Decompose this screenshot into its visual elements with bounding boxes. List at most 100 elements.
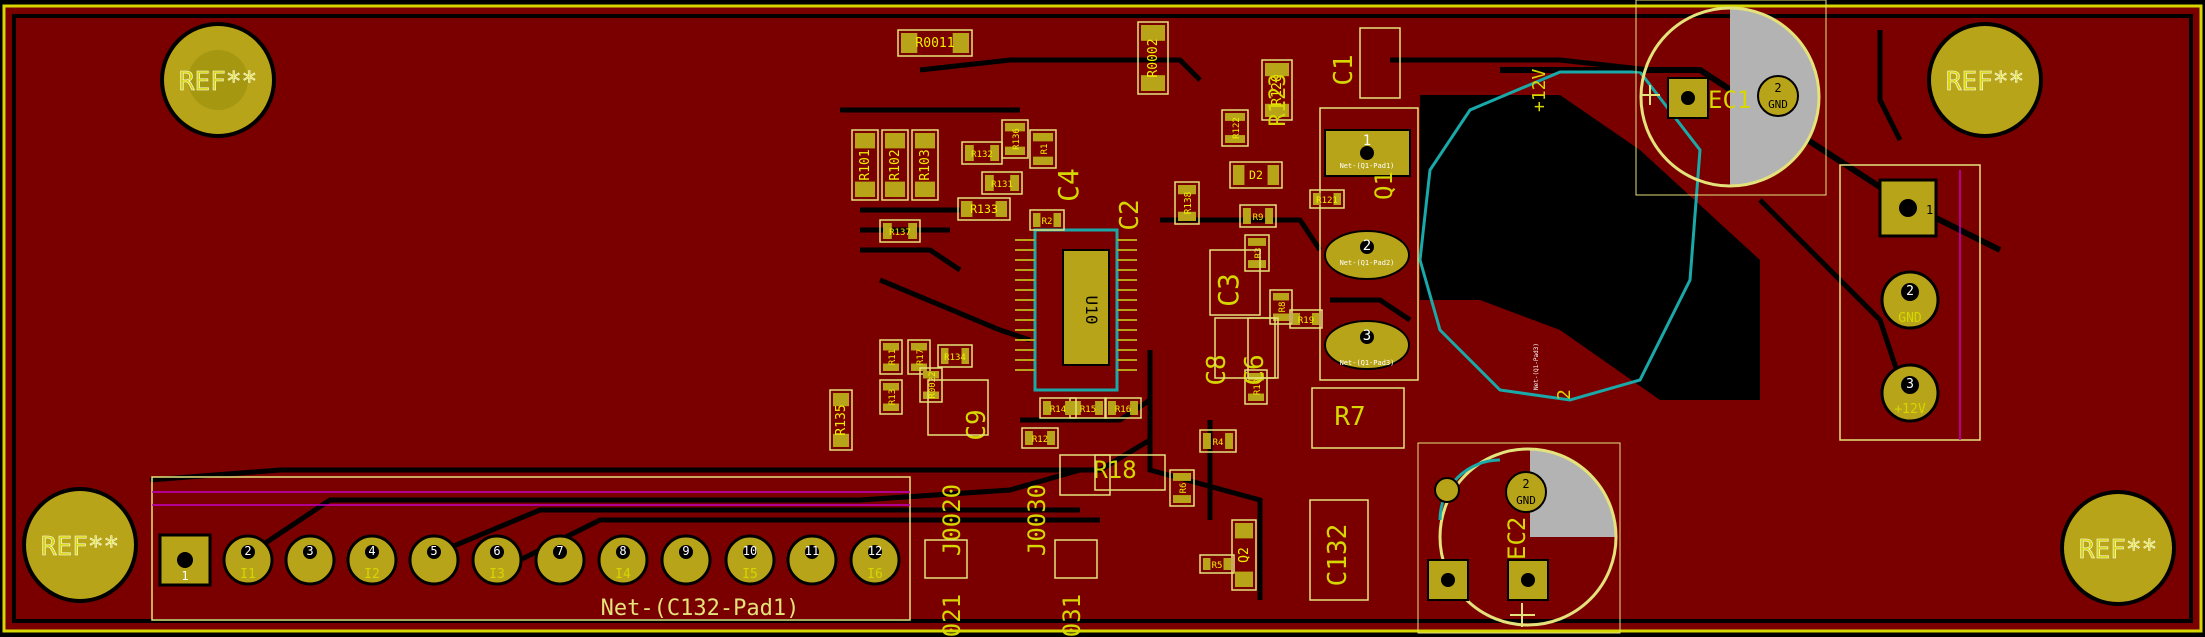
smd-part-label: R17 [916,349,926,365]
smd-part: R0022 [919,367,943,403]
smd-part: R131 [981,171,1023,195]
connector-bottom-pin-8 [597,534,649,586]
connector-bottom: 1 2 I1 3 4 I2 5 6 I3 7 8 I4 9 10 I5 11 1… [158,533,901,587]
smd-part-label: R13 [888,389,898,405]
connector-bottom-pin-num: 5 [430,544,437,558]
smd-part: R136 [1001,119,1029,159]
ec1-pad2-net: GND [1768,98,1788,111]
trace-group [149,30,1903,600]
smd-part-label: R10 [1253,379,1263,395]
smd-part: R0011 [897,29,973,57]
mounting-hole-tl-label: REF** [179,67,257,97]
smd-part: R1 [1029,129,1057,169]
board-edge [2,4,2203,633]
q1-tab-pad-num: 2 [1554,389,1575,400]
smd-part-label: R120 [1270,74,1285,105]
mounting-hole-tr: REF** [1927,22,2043,138]
footprint-outline [1247,317,1279,379]
q1-pad-2-num: 2 [1363,238,1371,254]
ec1-pad2-num: 2 [1774,81,1781,95]
connector-bottom-courtyard [151,476,911,621]
smd-part: R19 [1289,309,1323,329]
mounting-hole-br-label: REF** [2079,535,2157,565]
smd-part: R16 [1104,397,1142,419]
ec2-courtyard [1417,442,1621,634]
connector-bottom-pin-9 [660,534,712,586]
large-ref-label: J0030 [1023,484,1051,556]
footprint-outline [1359,27,1401,99]
connector-bottom-pin-label: I2 [364,567,380,582]
ec2-pad2-num: 2 [1522,477,1529,491]
connector-bottom-pin-num: 12 [868,544,882,558]
smd-part-label: R133 [970,202,998,216]
connector-bottom-pin-label: I3 [489,567,505,582]
connector-bottom-pin-10 [724,534,776,586]
smd-part-label: R11 [888,349,898,365]
smd-part: R14 [1039,397,1077,419]
connector-bottom-pin-num: 10 [743,544,757,558]
smd-part-label: R131 [991,180,1013,190]
zone-outline-q1 [1418,70,1702,402]
connector-bottom-pin-num: 3 [306,544,313,558]
smd-part: R13 [879,379,903,415]
smd-part-label: R6 [1179,483,1189,494]
smd-part: R103 [911,129,939,201]
smd-part: R12 [1021,427,1059,449]
connector-bottom-net-label: Net-(C132-Pad1) [601,596,800,621]
footprint-outline [1059,454,1111,496]
q1-pad-3-num: 3 [1363,328,1371,344]
connector-bottom-pin-num: 2 [244,544,251,558]
connector-right-pin1-num: 1 [1926,203,1933,217]
smd-part-label: R134 [944,353,966,363]
connector-bottom-pin-label: I1 [240,567,256,582]
footprint-outline [1214,317,1276,379]
connector-right-courtyard [1839,164,1981,441]
footprint-outline [1311,387,1405,449]
smd-part: R102 [881,129,909,201]
smd-part-label: R16 [1115,405,1131,415]
connector-bottom-pin-label: I6 [867,567,883,582]
smd-part: R135 [829,389,853,451]
mounting-hole-bl: REF** [22,487,138,603]
large-ref-label: C6 [1240,354,1270,385]
connector-bottom-pin-5 [408,534,460,586]
mounting-hole-br: REF** [2060,490,2176,606]
smd-part-label: R0022 [928,371,938,398]
smd-part: R0002 [1137,21,1169,95]
connector-bottom-pin-num: 1 [181,569,188,583]
q1-pad-2 [1324,230,1410,280]
q1-pad-3-net: Net-(Q1-Pad3) [1340,359,1395,367]
smd-part: R133 [957,197,1011,221]
connector-right-pin3-num: 3 [1906,377,1914,392]
connector-bottom-pin-num: 11 [805,544,819,558]
smd-part-label: R136 [1012,128,1022,150]
smd-part-label: R15 [1080,405,1096,415]
ec2-zone-arc [1438,458,1501,521]
smd-part-label: R2 [1042,217,1053,227]
connector-right-pin2-num: 2 [1906,284,1914,299]
smd-part: R134 [937,344,973,368]
smd-part: R122 [1221,109,1249,147]
q1-ref-label: Q1 [1370,171,1398,200]
connector-bottom-pin-7 [534,534,586,586]
smd-part-label: R135 [834,404,849,435]
smd-part-label: Q2 [1237,547,1252,563]
connector-bottom-pin-num: 7 [556,544,563,558]
smd-part: R5 [1199,554,1235,574]
large-ref-label: J0031 [1058,594,1086,637]
smd-part-label: R5 [1212,561,1223,571]
smd-part: R4 [1199,429,1237,453]
smd-part: R6 [1169,469,1195,507]
connector-bottom-pin-num: 9 [682,544,689,558]
smd-part: R3 [1244,234,1270,272]
connector-right-pin2-net: GND [1898,311,1922,326]
footprint-outline [1209,249,1261,316]
ec1-pad-2 [1757,75,1799,117]
power-cutout [1420,95,1760,400]
smd-part-label: R137 [889,228,911,238]
ec2-negative-region [1530,450,1616,537]
smd-part-label: R3 [1254,248,1264,259]
ec1-pad-1 [1667,77,1709,119]
ec2-outline [1438,447,1618,627]
